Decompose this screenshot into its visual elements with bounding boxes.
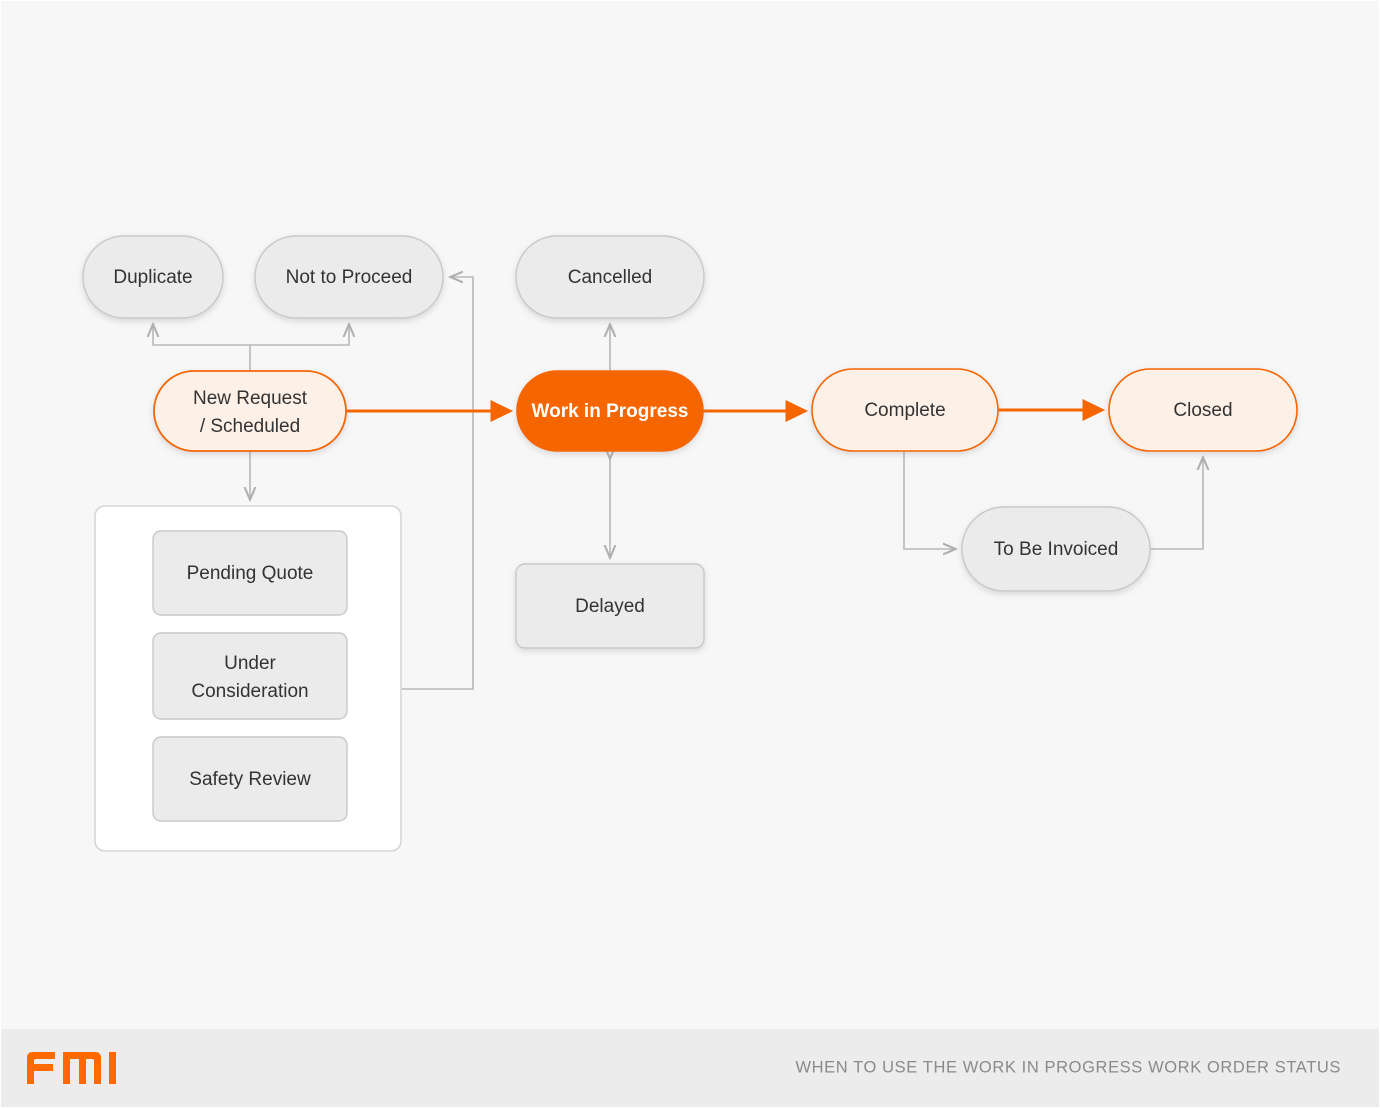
footer-caption: WHEN TO USE THE WORK IN PROGRESS WORK OR… bbox=[795, 1058, 1341, 1077]
node-safety-review-shape bbox=[152, 736, 348, 822]
node-delayed[interactable]: Delayed bbox=[515, 563, 705, 649]
edge-fork-to-not-to-proceed bbox=[250, 325, 349, 346]
edge-to-be-invoiced-to-closed bbox=[1150, 458, 1203, 550]
node-duplicate-label: Duplicate bbox=[113, 267, 192, 288]
node-new-request-label-line1: New Request bbox=[193, 388, 308, 409]
node-under-consideration-label-line2: Consideration bbox=[191, 681, 308, 702]
node-duplicate[interactable]: Duplicate bbox=[82, 235, 224, 319]
node-under-consideration-shape bbox=[152, 632, 348, 720]
node-cancelled-label: Cancelled bbox=[568, 267, 653, 288]
node-closed[interactable]: Closed bbox=[1108, 368, 1298, 452]
node-work-in-progress-shape bbox=[516, 370, 704, 452]
edge-complete-to-to-be-invoiced bbox=[903, 451, 955, 549]
node-work-in-progress-label: Work in Progress bbox=[532, 401, 689, 422]
edge-triage-group-to-not-to-proceed bbox=[401, 277, 474, 690]
edge-new-request-to-fork bbox=[153, 325, 251, 371]
node-complete-label: Complete bbox=[864, 400, 945, 421]
node-closed-label: Closed bbox=[1173, 400, 1232, 421]
node-complete[interactable]: Complete bbox=[811, 368, 999, 452]
node-to-be-invoiced-shape bbox=[961, 506, 1151, 592]
node-new-request-shape bbox=[153, 370, 347, 452]
node-delayed-label: Delayed bbox=[575, 596, 645, 617]
node-cancelled-shape bbox=[515, 235, 705, 319]
node-closed-shape bbox=[1108, 368, 1298, 452]
node-cancelled[interactable]: Cancelled bbox=[515, 235, 705, 319]
footer-bar: WHEN TO USE THE WORK IN PROGRESS WORK OR… bbox=[1, 1029, 1379, 1107]
node-pending-quote-shape bbox=[152, 530, 348, 616]
node-not-to-proceed-shape bbox=[254, 235, 444, 319]
node-pending-quote-label: Pending Quote bbox=[187, 563, 314, 584]
node-not-to-proceed-label: Not to Proceed bbox=[286, 267, 413, 288]
node-delayed-shape bbox=[515, 563, 705, 649]
node-work-in-progress[interactable]: Work in Progress bbox=[516, 370, 704, 452]
node-complete-shape bbox=[811, 368, 999, 452]
node-safety-review-label: Safety Review bbox=[189, 769, 311, 790]
node-new-request[interactable]: New Request / Scheduled bbox=[153, 370, 347, 452]
node-to-be-invoiced[interactable]: To Be Invoiced bbox=[961, 506, 1151, 592]
node-not-to-proceed[interactable]: Not to Proceed bbox=[254, 235, 444, 319]
fmi-logo-icon bbox=[27, 1052, 116, 1084]
node-safety-review[interactable]: Safety Review bbox=[152, 736, 348, 822]
node-under-consideration[interactable]: Under Consideration bbox=[152, 632, 348, 720]
node-new-request-label-line2: / Scheduled bbox=[200, 416, 300, 437]
node-under-consideration-label-line1: Under bbox=[224, 653, 276, 674]
node-pending-quote[interactable]: Pending Quote bbox=[152, 530, 348, 616]
node-duplicate-shape bbox=[82, 235, 224, 319]
node-to-be-invoiced-label: To Be Invoiced bbox=[994, 539, 1119, 560]
